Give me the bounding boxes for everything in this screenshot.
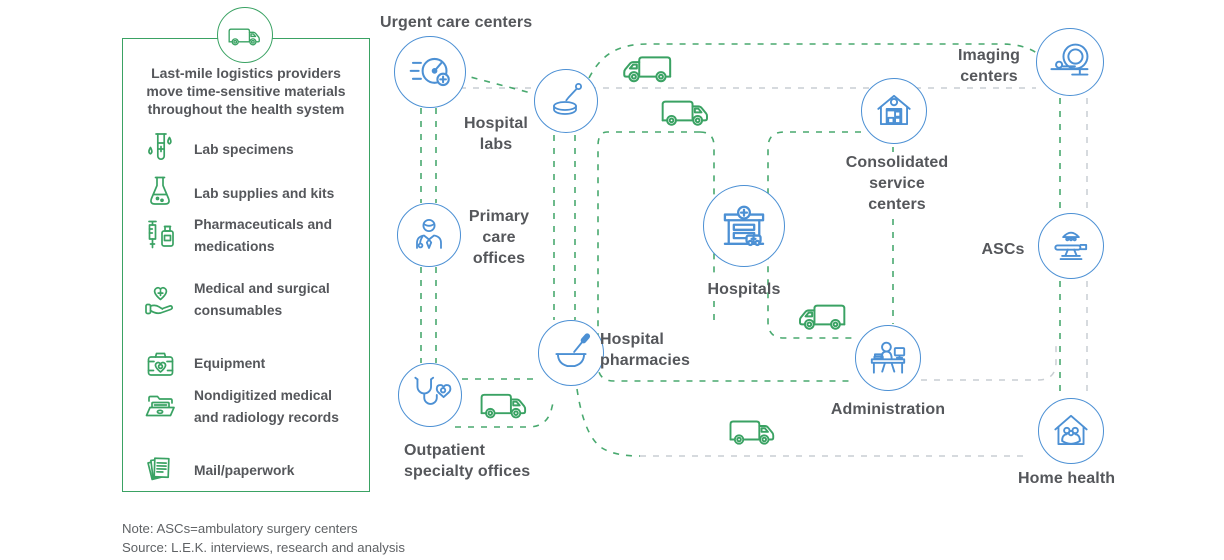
label-ascs: ASCs bbox=[981, 241, 1025, 258]
route-consolidated-admin-west bbox=[767, 131, 861, 339]
legend-item-label: Equipment bbox=[194, 356, 266, 371]
delivery-van-icon bbox=[617, 48, 675, 86]
mortar-pestle-icon bbox=[555, 333, 591, 368]
node-urgent-care bbox=[394, 36, 466, 108]
legend-item: Equipment bbox=[140, 342, 362, 386]
node-primary-care bbox=[397, 203, 461, 267]
pharmaceuticals-icon bbox=[148, 220, 174, 249]
speedometer-icon bbox=[409, 57, 450, 87]
label-administration: Administration bbox=[830, 401, 946, 418]
lab-supplies-icon bbox=[150, 176, 170, 205]
legend-item-label: Mail/paperwork bbox=[194, 463, 295, 478]
legend-title: Last-mile logistics providers move time-… bbox=[146, 65, 346, 117]
route-mid-inner bbox=[699, 131, 715, 324]
route-labs-pharmacies bbox=[553, 135, 576, 320]
footnotes: Note: ASCs=ambulatory surgery centers So… bbox=[122, 519, 405, 557]
logistics-van-badge bbox=[217, 7, 273, 63]
note-text: Note: ASCs=ambulatory surgery centers bbox=[122, 521, 358, 536]
delivery-van-icon bbox=[658, 93, 714, 129]
delivery-van-icon bbox=[226, 23, 264, 48]
legend-item-label: Lab supplies and kits bbox=[194, 186, 335, 201]
hospital-building-icon bbox=[723, 205, 765, 247]
node-outpatient bbox=[398, 363, 462, 427]
records-icon bbox=[145, 395, 175, 417]
route-mid-left bbox=[597, 131, 853, 382]
route-labs-imaging-top bbox=[588, 43, 1047, 79]
route-urgent-labs bbox=[458, 73, 532, 94]
mri-scanner-icon bbox=[1050, 43, 1089, 76]
source-text: Source: L.E.K. interviews, research and … bbox=[122, 540, 405, 555]
node-imaging bbox=[1036, 28, 1104, 96]
node-hospitals bbox=[703, 185, 785, 267]
warehouse-icon bbox=[877, 94, 911, 126]
mail-icon bbox=[147, 457, 170, 481]
route-gray-admin-east bbox=[921, 346, 1057, 381]
doctor-icon bbox=[416, 219, 442, 249]
equipment-icon bbox=[147, 352, 174, 376]
legend-item: Lab supplies and kits bbox=[140, 172, 362, 216]
petri-dish-dropper-icon bbox=[553, 83, 582, 115]
surgery-table-icon bbox=[1054, 231, 1088, 261]
label-home-health: Home health bbox=[1018, 470, 1116, 487]
house-family-icon bbox=[1054, 414, 1088, 446]
legend-item-label: Lab specimens bbox=[194, 142, 294, 157]
person-at-desk-icon bbox=[870, 341, 906, 374]
label-hospitals: Hospitals bbox=[707, 281, 781, 298]
legend-item: Mail/paperwork bbox=[140, 449, 362, 493]
consumables-icon bbox=[145, 286, 174, 315]
label-urgent-care: Urgent care centers bbox=[380, 14, 533, 31]
delivery-van-icon bbox=[477, 386, 532, 422]
node-pharmacies bbox=[538, 320, 604, 386]
delivery-van-icon bbox=[793, 297, 849, 333]
route-pharmacies-bottom bbox=[576, 388, 641, 457]
lab-specimens-icon bbox=[148, 133, 172, 160]
delivery-van-icon bbox=[726, 413, 780, 448]
node-consolidated bbox=[861, 78, 927, 144]
stethoscope-heart-icon bbox=[414, 376, 452, 405]
node-administration bbox=[855, 325, 921, 391]
node-hospital-labs bbox=[534, 69, 598, 133]
node-ascs bbox=[1038, 213, 1104, 279]
node-home-health bbox=[1038, 398, 1104, 464]
legend-item: Lab specimens bbox=[140, 128, 362, 172]
